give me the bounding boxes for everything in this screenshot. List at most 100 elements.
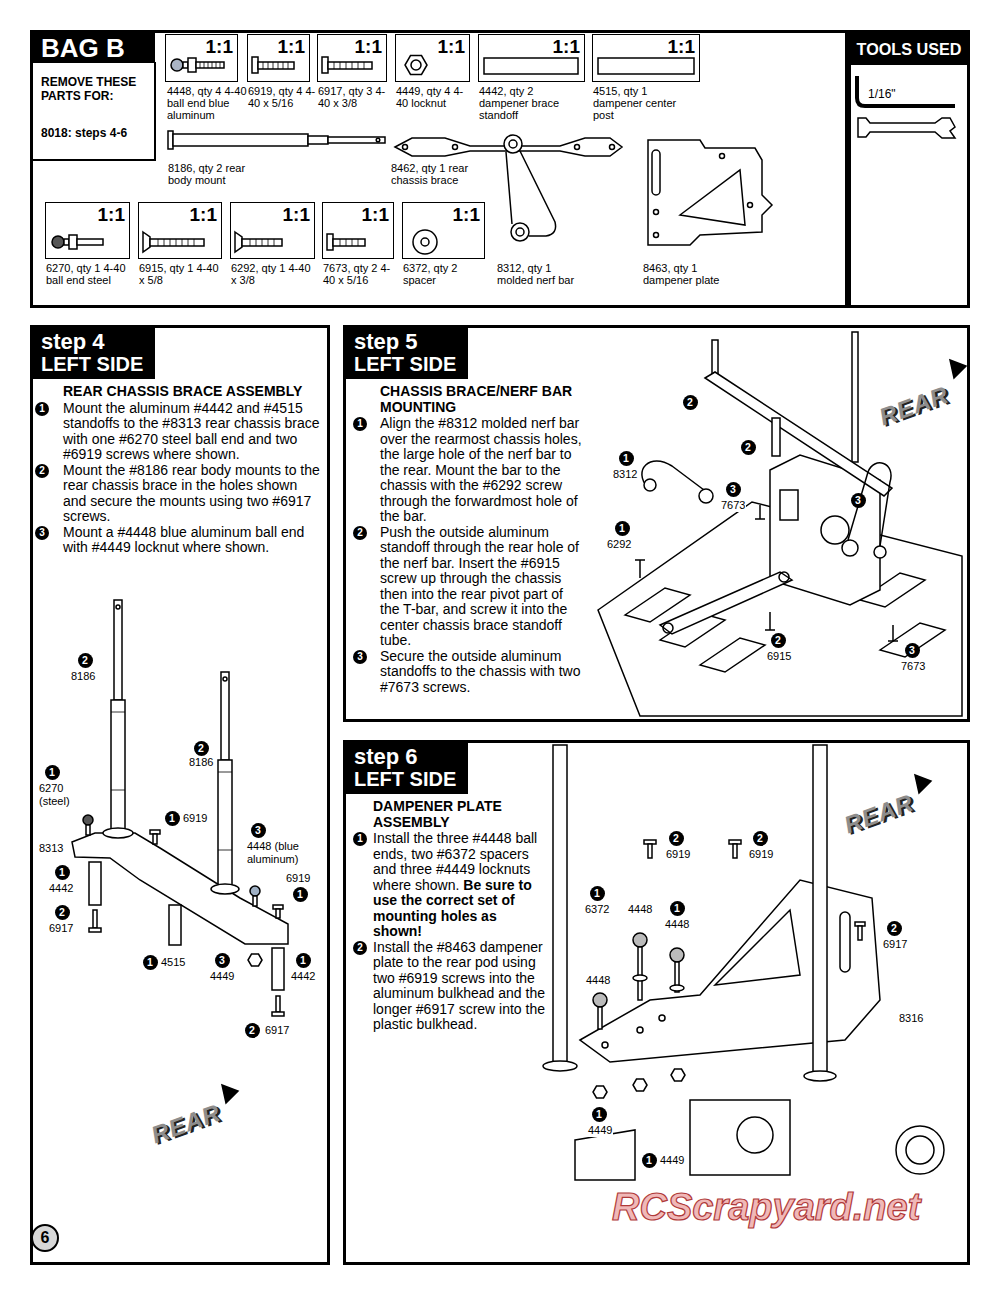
- callout-number: 2: [245, 1023, 260, 1038]
- callout-number: 1: [592, 1107, 607, 1122]
- rear-direction-text: REAR: [147, 1099, 224, 1150]
- part-number-anchor: 6919: [182, 812, 208, 825]
- scale-anchor: 1:1: [190, 204, 217, 226]
- scale-mark: 1:1: [98, 204, 125, 226]
- part-number-anchor: 8313: [38, 842, 64, 855]
- chassis-drawing: [598, 332, 966, 716]
- part-drawings: [250, 239, 274, 246]
- callout-circle: 2: [78, 653, 93, 668]
- part-box: 1:1: [478, 34, 585, 82]
- chassis-drawing: [699, 489, 713, 503]
- callout-circle: 2: [683, 395, 698, 410]
- rear-brace-drawing: [253, 896, 257, 906]
- part-drawings: [648, 140, 772, 245]
- dampener-plate-drawing: [915, 775, 931, 793]
- tool-anchor: 1/16": [868, 87, 896, 101]
- part-caption: 4515, qty 1 dampener center post: [593, 85, 693, 121]
- callout-number: 1: [293, 887, 308, 902]
- dampener-plate-drawing: [896, 1126, 944, 1174]
- dampener-plate-drawing: [598, 1007, 602, 1029]
- step-bullet: 2: [353, 526, 367, 540]
- part-number: 8313: [38, 842, 64, 855]
- step-side: LEFT SIDE: [41, 353, 143, 375]
- callout-number: 2: [887, 921, 902, 936]
- chassis-drawing: [821, 516, 849, 544]
- part-drawings: [654, 233, 659, 238]
- instruction-column: DAMPENER PLATE ASSEMBLY1Install the thre…: [373, 799, 546, 1033]
- callout-circle: 3: [251, 823, 266, 838]
- part-drawings: [516, 228, 524, 236]
- instruction-text: Secure the outside aluminum standoffs to…: [380, 648, 581, 695]
- instruction-item: 1Mount the aluminum #4442 and #4515 stan…: [63, 401, 321, 463]
- dampener-plate-drawing: [575, 1130, 635, 1180]
- scale-mark: 1:1: [190, 204, 217, 226]
- chassis-drawing: [660, 572, 792, 634]
- part-drawings: [748, 203, 753, 208]
- callout-circle: 1: [296, 953, 311, 968]
- callout-circle: 1: [619, 451, 634, 466]
- dampener-plate-drawing: [543, 1061, 577, 1071]
- part-drawings: [196, 62, 224, 68]
- part-number-anchor: 4449: [587, 1124, 613, 1137]
- chassis-drawing: [755, 505, 765, 519]
- part-drawings: [598, 58, 694, 74]
- part-number-anchor: 6919: [285, 872, 311, 885]
- rear-marker: REAR: [840, 789, 917, 840]
- dampener-plate-drawing: [638, 947, 642, 1000]
- dampener-plate-drawing: [553, 745, 567, 1065]
- chassis-drawing: [874, 546, 886, 558]
- scale-anchor: 1:1: [283, 204, 310, 226]
- part-drawings: [334, 62, 364, 69]
- part-box: 1:1: [395, 34, 470, 82]
- tools-panel: TOOLS USED1/16": [848, 30, 970, 308]
- part-drawings: [52, 236, 64, 248]
- bag-tab: BAG B: [33, 33, 155, 63]
- scale-anchor: 1:1: [206, 36, 233, 58]
- dampener-plate-drawing: [637, 1027, 643, 1033]
- header-rule: [30, 62, 155, 160]
- part-drawings: [171, 59, 183, 71]
- part-drawings: [328, 137, 385, 143]
- bag-title: BAG B: [33, 33, 155, 63]
- callout-number: 1: [55, 865, 70, 880]
- part-caption: 6917, qty 3 4-40 x 3/8: [318, 85, 388, 109]
- scale-anchor: 1:1: [355, 36, 382, 58]
- rear-marker: REAR: [147, 1099, 224, 1150]
- callout-number: 2: [771, 633, 786, 648]
- callout-number: 3: [851, 493, 866, 508]
- part-drawings: [413, 230, 437, 254]
- scale-anchor: 1:1: [553, 36, 580, 58]
- part-number: 6915: [766, 650, 792, 663]
- instruction-paragraph: Mount a #4448 blue aluminum ball end wit…: [63, 525, 321, 556]
- callout-number: 2: [78, 653, 93, 668]
- dampener-plate-drawing: [648, 844, 652, 858]
- rear-brace-drawing: [211, 884, 239, 894]
- callout-number: 2: [669, 831, 684, 846]
- callout-number: 2: [55, 905, 70, 920]
- part-number: 6372: [584, 903, 610, 916]
- bullet-digit: 1: [35, 402, 49, 416]
- callout-number: 3: [215, 953, 230, 968]
- part-number: 4449: [659, 1154, 685, 1167]
- callout-number: 1: [642, 1153, 657, 1168]
- watermark-anchor: RCScrapyard.net: [612, 1185, 920, 1229]
- instruction-paragraph: Mount the #8186 rear body mounts to the …: [63, 463, 321, 525]
- rear-brace-drawing: [111, 712, 125, 790]
- part-caption: 8186, qty 2 rear body mount: [168, 162, 252, 186]
- callout-number: 3: [251, 823, 266, 838]
- part-drawings: [652, 150, 660, 195]
- callout-circle: 1: [165, 811, 180, 826]
- callout-circle: 1: [642, 1153, 657, 1168]
- dampener-plate-drawing: [633, 975, 647, 981]
- part-caption: 6372, qty 2 spacer: [403, 262, 478, 286]
- chassis-drawing: [765, 612, 775, 630]
- part-drawings: [263, 62, 288, 69]
- rear-brace-drawing: [116, 605, 120, 609]
- bullet-digit: 2: [353, 941, 367, 955]
- caption-anchor: 4442, qty 2 dampener brace standoff: [479, 85, 579, 121]
- part-number-anchor: 4515: [160, 956, 186, 969]
- part-number-anchor: 4448: [627, 903, 653, 916]
- callout-number: 1: [670, 901, 685, 916]
- instruction-text: Align the #8312 molded nerf bar over the…: [380, 415, 582, 524]
- instruction-column: CHASSIS BRACE/NERF BAR MOUNTING1Align th…: [380, 384, 586, 695]
